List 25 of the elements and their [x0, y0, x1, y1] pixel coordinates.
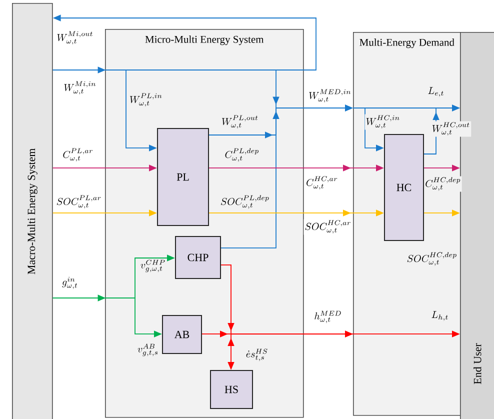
edge-label: $W_{\omega,t}^{PL,out}$	[220, 114, 260, 130]
edge-label: $L_{e,t}$	[426, 86, 446, 98]
unit-box: PL	[157, 128, 209, 226]
edge-label: $C_{\omega,t}^{PL,ar}$	[62, 147, 94, 163]
edge-label: $g_{\omega,t}^{in}$	[61, 276, 79, 290]
unit-box: AB	[162, 314, 202, 354]
edge-label: $W_{\omega,t}^{HC,in}$	[364, 114, 402, 130]
formula-label: $SOC_{\omega,t}^{HC,ar}$	[304, 219, 352, 235]
unit-box: CHP	[175, 236, 221, 279]
edge-label: $C_{\omega,t}^{HC,dep}$	[424, 176, 462, 192]
formula-label: $C_{\omega,t}^{HC,ar}$	[305, 175, 339, 191]
system-bar: Macro-Multi Energy System	[12, 3, 53, 419]
edge-label: $SOC_{\omega,t}^{HC,dep}$	[406, 251, 458, 267]
edge-label: $h_{\omega,t}^{MED}$	[313, 310, 343, 324]
formula-label: $W_{\omega,t}^{MED,in}$	[308, 88, 352, 104]
unit-box: HS	[210, 370, 253, 409]
edge-label: $W_{\omega,t}^{HC,out}$	[430, 121, 472, 137]
edge-label: $SOC_{\omega,t}^{PL,dep}$	[219, 194, 271, 210]
edge-label: $C_{\omega,t}^{PL,dep}$	[224, 147, 260, 163]
edge-label: $W_{\omega,t}^{PL,in}$	[128, 92, 164, 108]
edge-label: $SOC_{\omega,t}^{PL,ar}$	[55, 194, 103, 210]
unit-box: HC	[384, 134, 424, 241]
edge-label: $L_{h,t}$	[430, 310, 450, 322]
edge-label: $W_{\omega,t}^{Mi,out}$	[56, 30, 94, 46]
edge-label: $W_{\omega,t}^{Mi,in}$	[62, 80, 98, 96]
